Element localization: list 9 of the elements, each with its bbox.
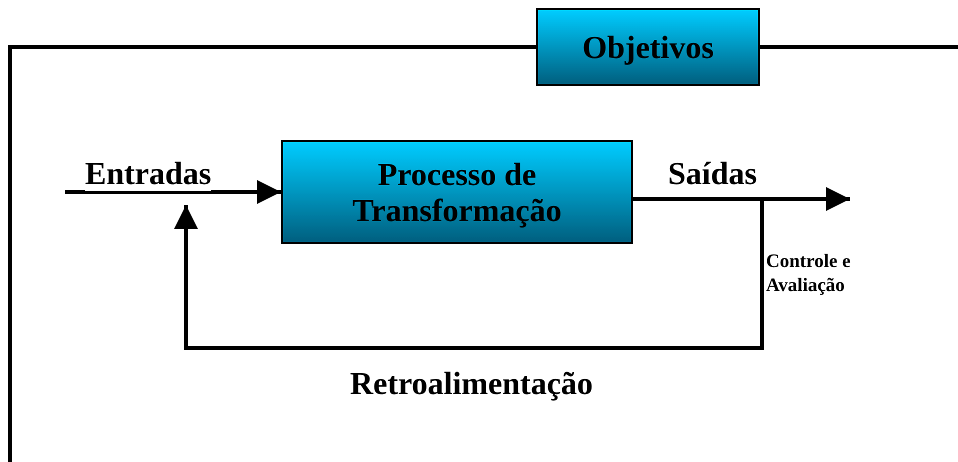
box-title: Objetivos xyxy=(582,29,714,65)
process-box xyxy=(536,8,760,86)
box-title: Processo de Transformação xyxy=(351,156,563,228)
connector-line xyxy=(8,45,536,462)
note-text: Controle e Avaliação xyxy=(766,250,852,298)
arrow xyxy=(65,180,281,204)
process-box xyxy=(281,140,633,244)
arrow xyxy=(174,197,764,350)
connector-line xyxy=(760,45,958,49)
